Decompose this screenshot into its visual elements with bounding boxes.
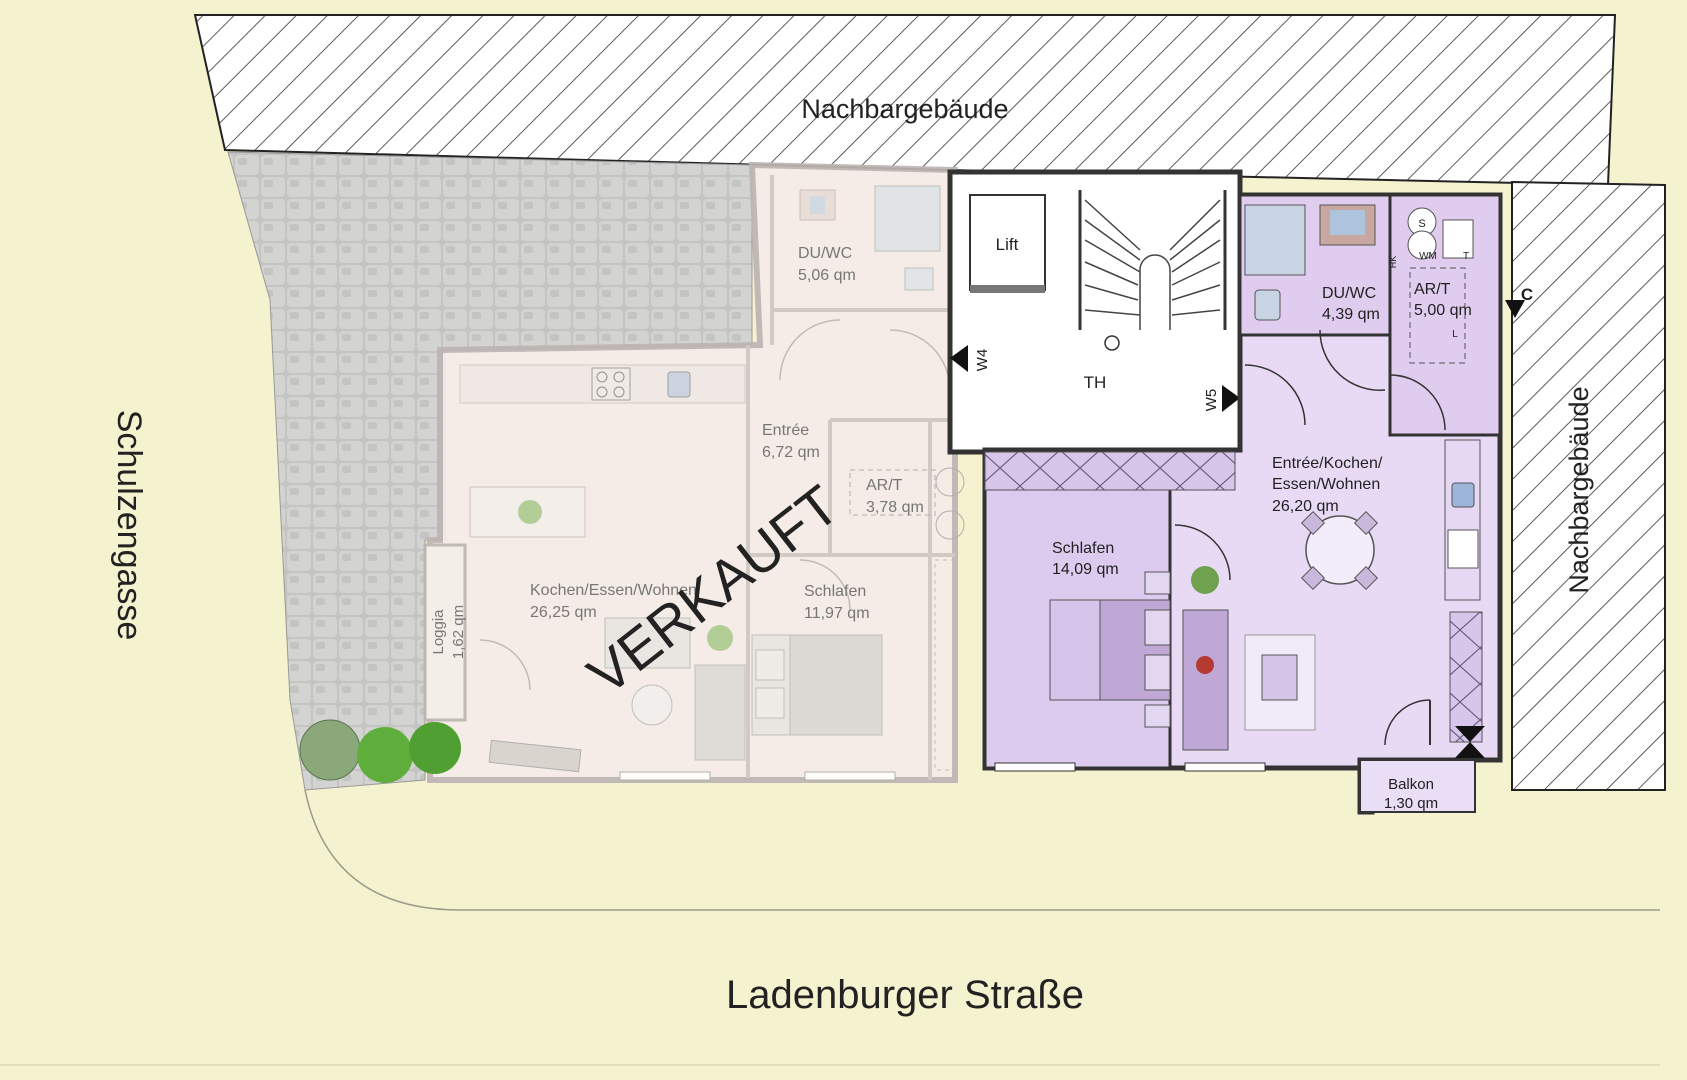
- window-mark-w5: W5: [1203, 389, 1220, 412]
- left-living-area: 26,25 qm: [530, 604, 597, 621]
- window-mark-w4: W4: [974, 349, 991, 372]
- wm-fixture-label: WM: [1419, 251, 1437, 262]
- right-bath-area: 4,39 qm: [1322, 306, 1380, 323]
- left-storage-area: 3,78 qm: [866, 499, 924, 516]
- neighbor-building-top: [193, 14, 1617, 187]
- left-bath-area: 5,06 qm: [798, 267, 856, 284]
- l-fixture-label: L: [1452, 329, 1458, 340]
- left-bedroom-name: Schlafen: [804, 583, 866, 600]
- section-mark-label: C: [1521, 285, 1533, 304]
- street-left-label: Schulzengasse: [110, 410, 148, 641]
- left-loggia-name: Loggia: [430, 609, 447, 655]
- shower-fixture-label: S: [1418, 218, 1425, 230]
- right-bath-name: DU/WC: [1322, 285, 1376, 302]
- right-storage-area: 5,00 qm: [1414, 302, 1472, 319]
- right-living-name-line2: Essen/Wohnen: [1272, 476, 1380, 493]
- right-bedroom-area: 14,09 qm: [1052, 561, 1119, 578]
- right-living-area: 26,20 qm: [1272, 498, 1339, 515]
- right-balcony-area: 1,30 qm: [1384, 795, 1438, 812]
- stair-core: [947, 169, 1243, 455]
- stair-hall-label: TH: [1084, 373, 1107, 392]
- t-fixture-label: T: [1463, 251, 1469, 262]
- street-bottom-label: Ladenburger Straße: [726, 973, 1084, 1017]
- courtyard-paving: [227, 151, 753, 791]
- left-bedroom-area: 11,97 qm: [804, 605, 870, 622]
- right-storage-name: AR/T: [1414, 281, 1451, 298]
- right-bedroom-name: Schlafen: [1052, 540, 1114, 557]
- right-unit: [982, 192, 1525, 815]
- neighbor-top-label: Nachbargebäude: [801, 94, 1008, 124]
- left-loggia-area: 1,62 qm: [450, 605, 467, 659]
- right-living-name-line1: Entrée/Kochen/: [1272, 455, 1383, 472]
- neighbor-right-label: Nachbargebäude: [1564, 386, 1594, 593]
- curb-line: [304, 789, 1660, 911]
- left-entree-name: Entrée: [762, 422, 809, 439]
- right-balcony-name: Balkon: [1388, 776, 1434, 793]
- left-living-name: Kochen/Essen/Wohnen: [530, 582, 697, 599]
- hk-fixture-label: HK: [1388, 256, 1398, 269]
- left-entree-area: 6,72 qm: [762, 444, 820, 461]
- lift-label: Lift: [996, 235, 1019, 254]
- neighbor-building-right: [1511, 180, 1666, 791]
- garden-plants: [299, 719, 461, 783]
- left-bath-name: DU/WC: [798, 245, 852, 262]
- left-storage-name: AR/T: [866, 477, 903, 494]
